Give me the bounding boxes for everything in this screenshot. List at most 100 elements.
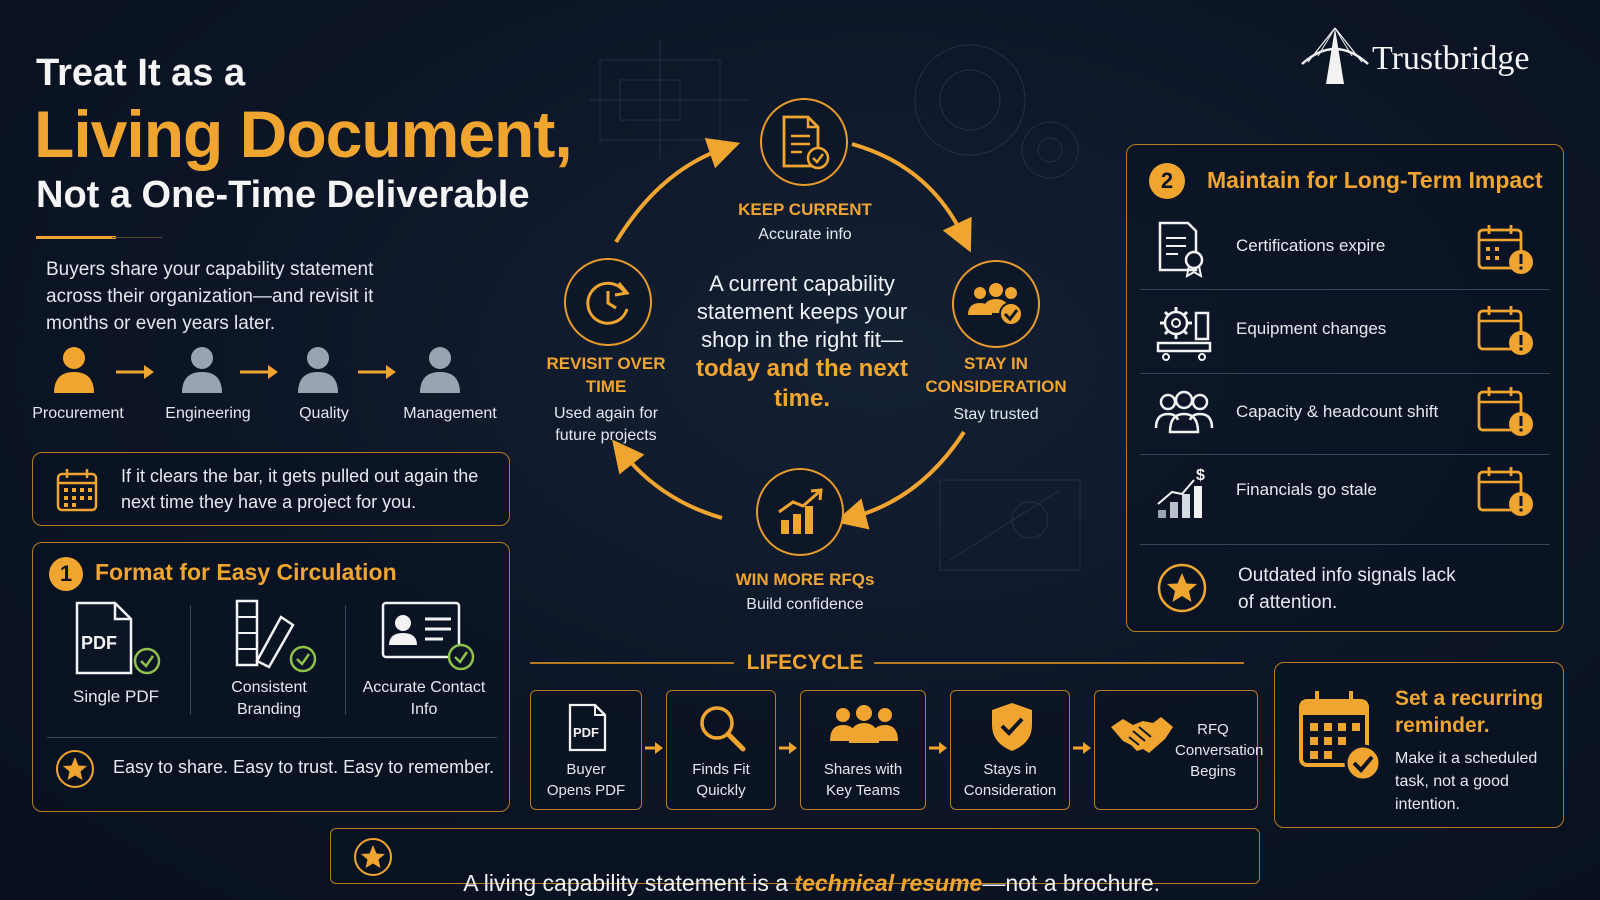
format-item-label: Consistent Branding xyxy=(231,679,307,718)
format-section: 1 Format for Easy Circulation PDF Single… xyxy=(32,542,510,812)
role-procurement: Procurement xyxy=(32,405,124,422)
arrow-right-icon xyxy=(779,742,797,754)
role-management: Management xyxy=(403,405,497,422)
lifecycle-step: Stays in Consideration xyxy=(950,690,1070,810)
win-node xyxy=(756,468,844,556)
gear-machine-icon xyxy=(1156,307,1212,361)
stay-sub: Stay trusted xyxy=(953,406,1039,423)
divider xyxy=(1140,373,1550,374)
section-number-badge: 2 xyxy=(1149,163,1185,199)
lifecycle-step: RFQ Conversation Begins xyxy=(1094,690,1264,810)
svg-text:$: $ xyxy=(1196,467,1205,484)
divider xyxy=(1140,289,1550,290)
handshake-icon xyxy=(1111,717,1173,753)
footer-text-after: —not a brochure. xyxy=(982,870,1161,896)
title-line-2: Living Document, xyxy=(34,97,573,171)
lifecycle-step-label: RFQ Conversation Begins xyxy=(1175,721,1264,780)
brand-name: Trustbridge xyxy=(1372,40,1530,77)
arrow-right-icon xyxy=(645,742,663,754)
arrow-right-icon xyxy=(929,742,947,754)
svg-text:PDF: PDF xyxy=(81,633,117,653)
title-line-3: Not a One-Time Deliverable xyxy=(36,174,530,216)
format-title: Format for Easy Circulation xyxy=(95,559,397,585)
maintain-item-label: Capacity & headcount shift xyxy=(1236,402,1439,421)
callout-text: If it clears the bar, it gets pulled out… xyxy=(121,466,479,512)
stay-node xyxy=(952,260,1040,348)
lifecycle-step-label: Shares with Key Teams xyxy=(823,761,903,799)
format-item-label: Single PDF xyxy=(73,687,159,706)
contact-card-icon xyxy=(381,601,475,671)
lifecycle-step: Finds Fit Quickly xyxy=(666,690,776,810)
pdf-icon: PDF xyxy=(568,703,607,752)
calendar-check-icon xyxy=(1299,691,1382,782)
lifecycle-step: PDF Buyer Opens PDF xyxy=(530,690,642,810)
revisit-node xyxy=(564,258,652,346)
magnifier-icon xyxy=(700,706,746,752)
reminder-text: Make it a scheduled task, not a good int… xyxy=(1395,750,1538,813)
person-icon xyxy=(420,347,460,393)
role-engineering: Engineering xyxy=(165,405,251,422)
lifecycle-step: Shares with Key Teams xyxy=(800,690,926,810)
arrow-right-icon xyxy=(358,365,396,379)
footer-text-before: A living capability statement is a xyxy=(463,870,795,896)
keep-current-sub: Accurate info xyxy=(758,226,852,243)
keep-current-title: KEEP CURRENT xyxy=(738,200,872,219)
star-icon xyxy=(56,750,94,788)
clock-refresh-icon xyxy=(586,281,630,325)
maintain-item: Equipment changes xyxy=(1140,293,1540,375)
title-line-1: Treat It as a xyxy=(36,52,246,94)
maintain-section: 2 Maintain for Long-Term Impact xyxy=(1126,144,1564,632)
center-statement: A current capability statement keeps you… xyxy=(696,271,908,352)
document-check-icon xyxy=(782,115,830,170)
lifecycle-line-left xyxy=(530,662,734,664)
divider xyxy=(345,605,346,715)
cycle-center-text: A current capability statement keeps you… xyxy=(682,270,922,414)
intro-text: Buyers share your capability statement a… xyxy=(46,259,374,334)
section-number-badge: 1 xyxy=(49,557,83,591)
growth-chart-icon xyxy=(778,488,823,534)
divider xyxy=(47,737,497,738)
person-icon xyxy=(54,347,94,393)
shield-check-icon xyxy=(992,703,1032,751)
maintain-item-label: Certifications expire xyxy=(1236,236,1386,255)
arrow-right-icon xyxy=(240,365,278,379)
maintain-item: $ Financials go stale xyxy=(1140,458,1540,540)
calendar-alert-icon xyxy=(1477,387,1533,436)
maintain-item: Certifications expire xyxy=(1140,210,1540,292)
maintain-title: Maintain for Long-Term Impact xyxy=(1207,167,1543,193)
footer-banner: A living capability statement is a techn… xyxy=(330,828,1260,896)
revisit-title: REVISIT OVER TIME xyxy=(546,354,666,396)
lifecycle-step-label: Stays in Consideration xyxy=(963,761,1057,799)
calendar-alert-icon xyxy=(1477,467,1533,516)
star-icon xyxy=(354,838,392,876)
calendar-alert-icon xyxy=(1477,306,1533,355)
arrow-right-icon xyxy=(116,365,154,379)
format-footer: Easy to share. Easy to trust. Easy to re… xyxy=(113,757,495,777)
maintain-item-label: Equipment changes xyxy=(1236,319,1387,338)
lifecycle-step-label: Finds Fit Quickly xyxy=(692,761,750,799)
svg-text:PDF: PDF xyxy=(573,725,599,740)
pdf-icon: PDF xyxy=(75,601,161,675)
divider xyxy=(1140,454,1550,455)
cycle-arrows xyxy=(612,137,972,530)
person-icon xyxy=(182,347,222,393)
star-icon xyxy=(1157,563,1207,613)
bridge-logo-icon xyxy=(1301,27,1369,84)
reminder-box: Set a recurring reminder. Make it a sche… xyxy=(1274,662,1564,828)
team-icon xyxy=(830,705,898,743)
blueprint-decoration xyxy=(590,40,1081,571)
title-underline xyxy=(36,236,116,239)
lifecycle-step-label: Buyer Opens PDF xyxy=(546,761,626,799)
maintain-footer: Outdated info signals lack of attention. xyxy=(1238,565,1456,613)
lifecycle-title: LIFECYCLE xyxy=(746,651,864,674)
arrow-right-icon xyxy=(1073,742,1091,754)
center-emphasis: today and the next time. xyxy=(695,355,909,412)
maintain-item: Capacity & headcount shift xyxy=(1140,376,1540,458)
chart-dollar-icon: $ xyxy=(1157,467,1205,518)
revisit-sub: Used again for future projects xyxy=(553,405,659,444)
calendar-icon xyxy=(56,469,98,512)
stay-title: STAY IN CONSIDERATION xyxy=(925,354,1067,396)
format-item-label: Accurate Contact Info xyxy=(362,679,486,718)
swatch-icon xyxy=(235,599,317,673)
footer-emphasis: technical resume xyxy=(794,870,983,896)
